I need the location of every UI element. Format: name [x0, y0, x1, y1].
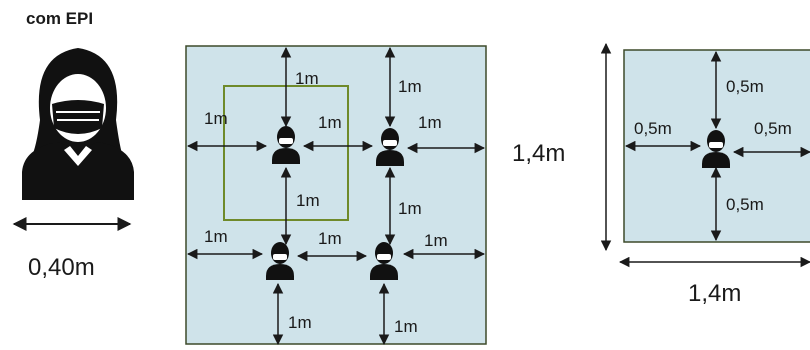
single-height-label: 1,4m: [512, 140, 566, 167]
label-bottom-right-down: 1m: [394, 317, 418, 336]
label-mid-left: 1m: [296, 191, 320, 210]
label-mid-right: 1m: [398, 199, 422, 218]
label-between-top: 1m: [318, 113, 342, 132]
single-right-label: 0,5m: [754, 119, 792, 138]
single-bottom-label: 0,5m: [726, 195, 764, 214]
grid-panel-area: [185, 45, 487, 345]
label-right-bottom: 1m: [424, 231, 448, 250]
label-left-top: 1m: [204, 109, 228, 128]
epi-person-icon: [22, 48, 134, 200]
label-between-bottom: 1m: [318, 229, 342, 248]
epi-width-label: 0,40m: [28, 254, 95, 281]
single-left-label: 0,5m: [634, 119, 672, 138]
label-bottom-left-down: 1m: [288, 313, 312, 332]
epi-title: com EPI: [26, 9, 94, 28]
label-right-top: 1m: [418, 113, 442, 132]
single-top-label: 0,5m: [726, 77, 764, 96]
label-left-bottom: 1m: [204, 227, 228, 246]
label-top-right-up: 1m: [398, 77, 422, 96]
single-width-label: 1,4m: [688, 280, 742, 307]
label-top-left-up: 1m: [295, 69, 319, 88]
